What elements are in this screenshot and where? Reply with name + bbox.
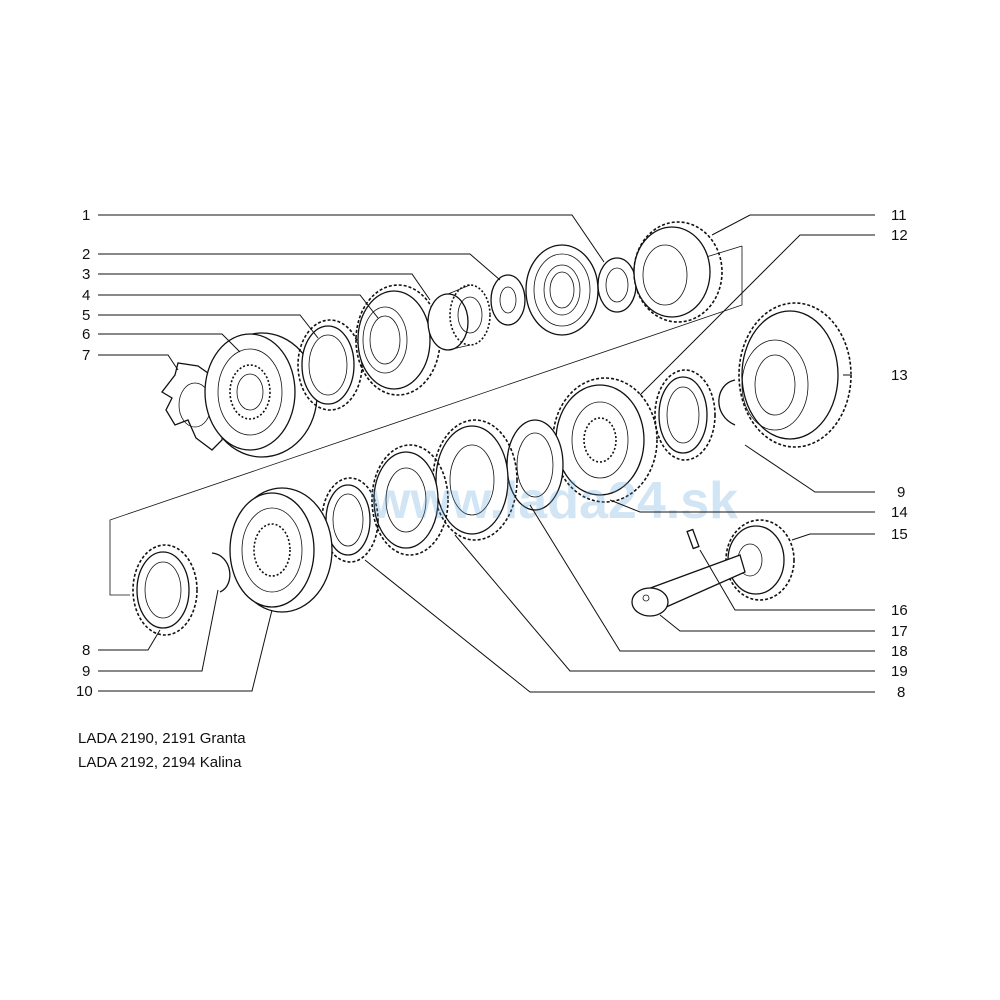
part-6-synchronizer-hub [204, 332, 318, 458]
callout-3: 3 [82, 266, 90, 283]
callout-8-left: 8 [82, 642, 90, 659]
callout-8-right: 8 [897, 684, 905, 701]
ball-bearing [525, 244, 599, 336]
callout-6: 6 [82, 326, 90, 343]
callout-14: 14 [891, 504, 908, 521]
callout-5: 5 [82, 307, 90, 324]
part-5-blocking-ring [297, 319, 363, 411]
part-12-blocking-ring [654, 369, 716, 461]
part-11-gear [633, 221, 723, 323]
callout-15: 15 [891, 526, 908, 543]
callout-18: 18 [891, 643, 908, 660]
part-10-synchronizer-hub [229, 487, 333, 613]
callout-10: 10 [76, 683, 93, 700]
assembly-boundary-line [109, 246, 743, 596]
model-caption-granta: LADA 2190, 2191 Granta [78, 730, 246, 747]
callout-1: 1 [82, 207, 90, 224]
callout-9-left: 9 [82, 663, 90, 680]
callout-16: 16 [891, 602, 908, 619]
part-2-spacer-washer [490, 274, 526, 326]
callout-11: 11 [891, 207, 907, 224]
leader-lines [98, 214, 875, 693]
watermark: www.lada24.sk [369, 472, 738, 530]
part-1-washer [597, 257, 637, 313]
callout-2: 2 [82, 246, 90, 263]
callout-17: 17 [891, 623, 908, 640]
callout-19: 19 [891, 663, 908, 680]
part-9-snap-ring-right [718, 379, 736, 426]
part-16-pin [686, 528, 700, 550]
callout-7: 7 [82, 347, 90, 364]
callout-13: 13 [891, 367, 908, 384]
callout-9-right: 9 [897, 484, 905, 501]
part-9-snap-ring-left [211, 552, 231, 593]
model-caption-kalina: LADA 2192, 2194 Kalina [78, 754, 242, 771]
part-13-large-gear [738, 302, 852, 448]
part-3-needle-bearing [427, 284, 491, 351]
part-4-gear [355, 284, 441, 396]
part-8-blocking-ring-left [132, 544, 198, 636]
part-17-shaft [631, 554, 746, 617]
callout-4: 4 [82, 287, 90, 304]
callout-12: 12 [891, 227, 908, 244]
